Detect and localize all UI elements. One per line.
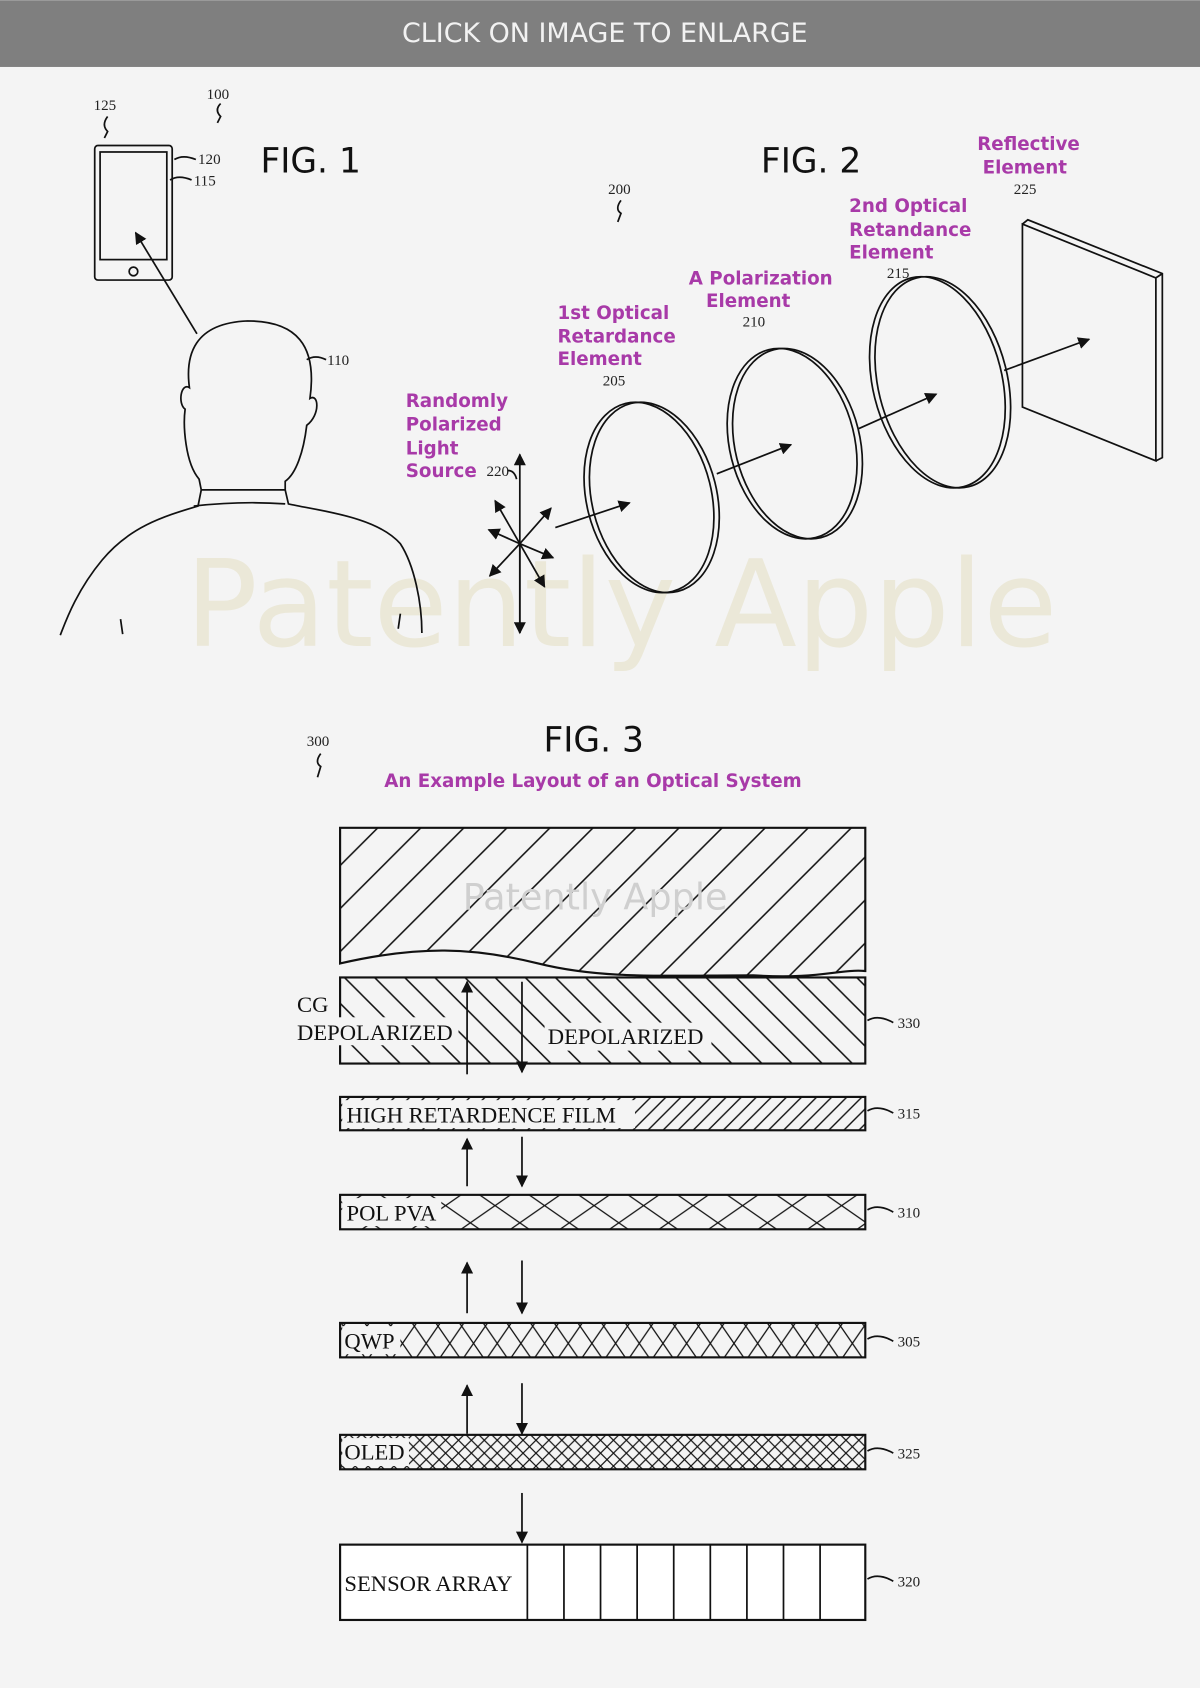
leader-220 [507, 469, 518, 480]
fig3-title: FIG. 3 [543, 720, 643, 760]
label-source-4: Source [406, 461, 477, 482]
second-retardance-disc [874, 275, 1012, 489]
ref-225: 225 [1014, 182, 1037, 198]
label-first-2: Retardance [557, 326, 675, 347]
label-source-3: Light [406, 438, 459, 459]
ref-330: 330 [898, 1016, 921, 1032]
qwp-layer [339, 1321, 867, 1359]
label-second-2: Retandance [849, 220, 971, 241]
label-film: HIGH RETARDENCE FILM [347, 1103, 616, 1128]
ref-200: 200 [608, 182, 631, 198]
label-sensor: SENSOR ARRAY [344, 1571, 512, 1596]
label-second-1: 2nd Optical [849, 196, 967, 217]
phone-icon [93, 144, 174, 281]
label-source-1: Randomly [406, 391, 508, 412]
user-head-figure [59, 320, 423, 636]
light-ray [555, 500, 631, 529]
light-source-icon [487, 453, 555, 635]
first-retardance-disc [588, 401, 721, 594]
ref-115: 115 [194, 173, 216, 189]
label-pol-2: Element [706, 291, 791, 312]
gaze-arrow [134, 231, 198, 335]
label-reflective-1: Reflective [977, 134, 1080, 155]
label-depolarized-right: DEPOLARIZED [548, 1024, 704, 1049]
label-oled: OLED [344, 1440, 404, 1465]
header-banner[interactable] [0, 0, 1200, 67]
ref-300: 300 [307, 734, 330, 750]
leader-lines [103, 102, 327, 361]
ref-leaders [867, 1016, 894, 1582]
ref-310: 310 [898, 1205, 921, 1221]
label-first-1: 1st Optical [557, 303, 669, 324]
light-ray [716, 443, 793, 475]
oled-layer [339, 1433, 867, 1471]
label-pol: POL PVA [347, 1201, 437, 1226]
ref-220: 220 [486, 464, 509, 480]
sensor-array-layer [339, 1543, 867, 1622]
ref-100: 100 [207, 87, 230, 103]
label-pol-1: A Polarization [689, 268, 833, 289]
cover-glass-layer [339, 826, 867, 978]
ref-110: 110 [327, 353, 349, 369]
light-path-arrows [461, 980, 528, 1544]
watermark: Patently Apple [185, 535, 1057, 675]
watermark-small: Patently Apple [463, 876, 728, 919]
light-ray [858, 393, 938, 430]
sensor-cells [526, 1544, 821, 1620]
ref-205: 205 [603, 374, 626, 390]
label-first-3: Element [557, 349, 642, 370]
ref-305: 305 [898, 1335, 921, 1351]
enlarge-link[interactable]: CLICK ON IMAGE TO ENLARGE [402, 18, 808, 49]
ref-325: 325 [898, 1447, 921, 1463]
label-cg: CG [297, 992, 328, 1017]
fig2: FIG. 2 200 Randomly Polarized Light Sour… [406, 134, 1164, 635]
ref-125: 125 [94, 98, 117, 114]
fig3-subtitle: An Example Layout of an Optical System [384, 771, 802, 792]
fig2-title: FIG. 2 [761, 141, 861, 181]
ref-315: 315 [898, 1106, 921, 1122]
polarization-disc [731, 347, 864, 540]
reflective-plate [1021, 218, 1164, 463]
label-second-3: Element [849, 243, 934, 264]
label-qwp: QWP [344, 1329, 394, 1354]
label-depolarized-left: DEPOLARIZED [297, 1020, 453, 1045]
light-ray [1003, 337, 1091, 372]
label-reflective-2: Element [983, 158, 1068, 179]
fig3: FIG. 3 An Example Layout of an Optical S… [297, 720, 921, 1622]
fig1-title: FIG. 1 [260, 141, 360, 181]
ref-120: 120 [198, 152, 221, 168]
ref-210: 210 [743, 314, 766, 330]
ref-215: 215 [887, 266, 910, 282]
ref-320: 320 [898, 1575, 921, 1591]
fig1: FIG. 1 125 100 120 115 110 [59, 87, 423, 636]
label-source-2: Polarized [406, 415, 502, 436]
